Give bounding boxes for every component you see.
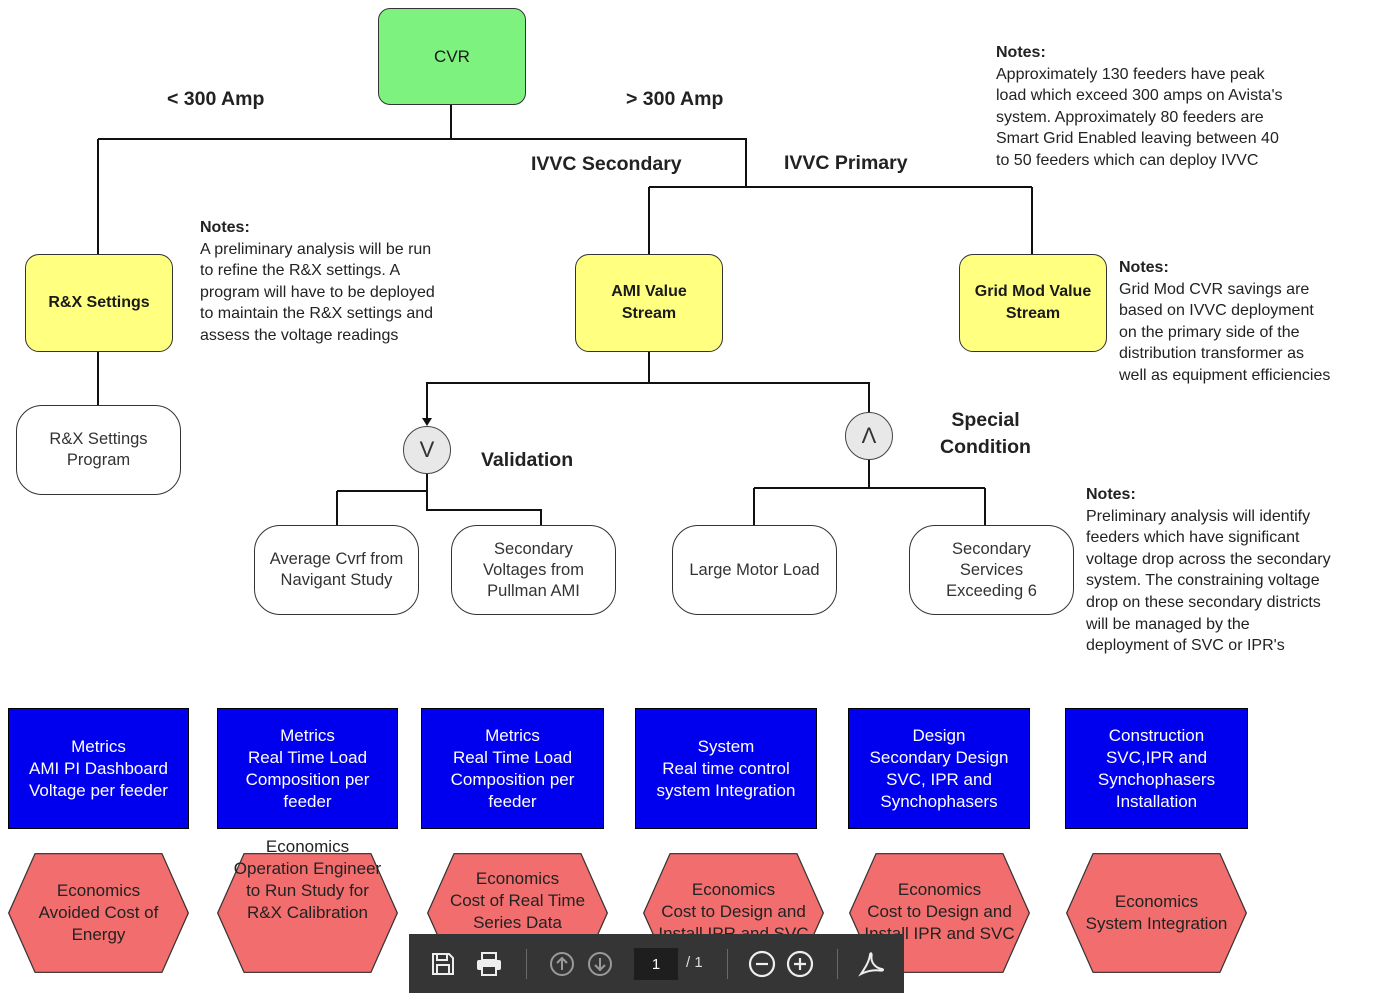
more-than-300-amp-label: > 300 Amp xyxy=(626,88,724,110)
or-gate: V xyxy=(403,426,451,474)
economics-hexagon-outline xyxy=(849,853,1030,973)
economics-hexagon-outline xyxy=(8,853,189,973)
next-page-button[interactable] xyxy=(584,948,616,980)
economics-hexagon xyxy=(8,853,189,973)
grid-mod-value-stream-node: Grid Mod Value Stream xyxy=(959,254,1107,352)
secondary-voltages-node: Secondary Voltages from Pullman AMI xyxy=(451,525,616,615)
notes-body: Preliminary analysis will identify feede… xyxy=(1086,507,1331,655)
and-gate-symbol: Λ xyxy=(861,423,877,448)
large-motor-load-node: Large Motor Load xyxy=(672,525,837,615)
average-cvrf-label: Average Cvrf from Navigant Study xyxy=(269,550,404,589)
large-motor-load-label: Large Motor Load xyxy=(689,560,820,579)
rx-settings-label: R&X Settings xyxy=(48,294,150,311)
pdf-toolbar: 1 / 1 xyxy=(409,934,904,993)
special-condition-label: Special Condition xyxy=(940,409,1031,458)
cvr-node: CVR xyxy=(378,8,526,105)
ivvc-primary-label: IVVC Primary xyxy=(784,152,908,174)
economics-hexagon-outline xyxy=(1066,853,1247,973)
acrobat-button[interactable] xyxy=(855,948,887,980)
zoom-in-button[interactable] xyxy=(784,948,816,980)
or-gate-symbol: V xyxy=(419,437,435,462)
notes-body: Approximately 130 feeders have peak load… xyxy=(996,65,1283,169)
economics-label: Economics Avoided Cost of Energy xyxy=(38,881,159,944)
rx-settings-program-label: R&X Settings Program xyxy=(49,430,148,469)
economics-label: Economics System Integration xyxy=(1085,892,1228,933)
print-icon xyxy=(477,952,501,976)
and-gate: Λ xyxy=(845,412,893,460)
economics-label: Economics Operation Engineer to Run Stud… xyxy=(233,837,382,922)
rx-settings-program-node: R&X Settings Program xyxy=(16,405,181,495)
print-button[interactable] xyxy=(473,948,505,980)
economics-label: Economics Cost of Real Time Series Data xyxy=(449,869,586,932)
secondary-services-node: Secondary Services Exceeding 6 xyxy=(909,525,1074,615)
metric-box-load-composition: Metrics Real Time Load Composition per f… xyxy=(217,708,398,829)
economics-hexagon xyxy=(1066,853,1247,973)
metric-box-design: Design Secondary Design SVC, IPR and Syn… xyxy=(848,708,1030,829)
grid-mod-value-stream-label: Grid Mod Value Stream xyxy=(974,283,1092,322)
zoom-in-icon xyxy=(786,950,814,978)
notes-title: Notes: xyxy=(200,219,250,236)
save-button[interactable] xyxy=(427,948,459,980)
secondary-services-label: Secondary Services Exceeding 6 xyxy=(946,539,1037,600)
page-number-input[interactable]: 1 xyxy=(634,948,678,980)
notes-grid-mod: Notes: Grid Mod CVR savings are based on… xyxy=(1119,257,1330,387)
page-down-icon xyxy=(588,952,612,976)
page-total: / 1 xyxy=(686,954,703,971)
notes-secondary-voltage: Notes: Preliminary analysis will identif… xyxy=(1086,484,1331,657)
previous-page-button[interactable] xyxy=(546,948,578,980)
notes-body: A preliminary analysis will be run to re… xyxy=(200,240,435,344)
zoom-out-button[interactable] xyxy=(746,948,778,980)
notes-rx-analysis: Notes: A preliminary analysis will be ru… xyxy=(200,217,435,347)
validation-label: Validation xyxy=(481,449,574,471)
metric-box-ami-dashboard: Metrics AMI PI Dashboard Voltage per fee… xyxy=(8,708,189,829)
metric-box-construction: Construction SVC,IPR and Synchophasers I… xyxy=(1065,708,1248,829)
secondary-voltages-label: Secondary Voltages from Pullman AMI xyxy=(483,539,584,600)
toolbar-divider xyxy=(727,949,728,979)
toolbar-divider xyxy=(526,949,527,979)
toolbar-divider xyxy=(837,949,838,979)
acrobat-icon xyxy=(858,952,885,977)
metric-box-system-integration: System Real time control system Integrat… xyxy=(635,708,817,829)
metric-box-load-composition: Metrics Real Time Load Composition per f… xyxy=(421,708,604,829)
notes-title: Notes: xyxy=(1086,486,1136,503)
zoom-out-icon xyxy=(748,950,776,978)
less-than-300-amp-label: < 300 Amp xyxy=(167,88,265,110)
ami-value-stream-node: AMI Value Stream xyxy=(575,254,723,352)
average-cvrf-node: Average Cvrf from Navigant Study xyxy=(254,525,419,615)
economics-hexagon-outline xyxy=(217,853,398,973)
notes-title: Notes: xyxy=(996,44,1046,61)
notes-feeders: Notes: Approximately 130 feeders have pe… xyxy=(996,42,1283,172)
notes-title: Notes: xyxy=(1119,259,1169,276)
ivvc-secondary-label: IVVC Secondary xyxy=(531,153,682,175)
rx-settings-node: R&X Settings xyxy=(25,254,173,352)
cvr-label: CVR xyxy=(434,46,470,66)
save-icon xyxy=(432,953,454,975)
economics-hexagon xyxy=(217,853,398,973)
ami-value-stream-label: AMI Value Stream xyxy=(611,283,687,322)
page-up-icon xyxy=(550,952,574,976)
notes-body: Grid Mod CVR savings are based on IVVC d… xyxy=(1119,280,1331,384)
